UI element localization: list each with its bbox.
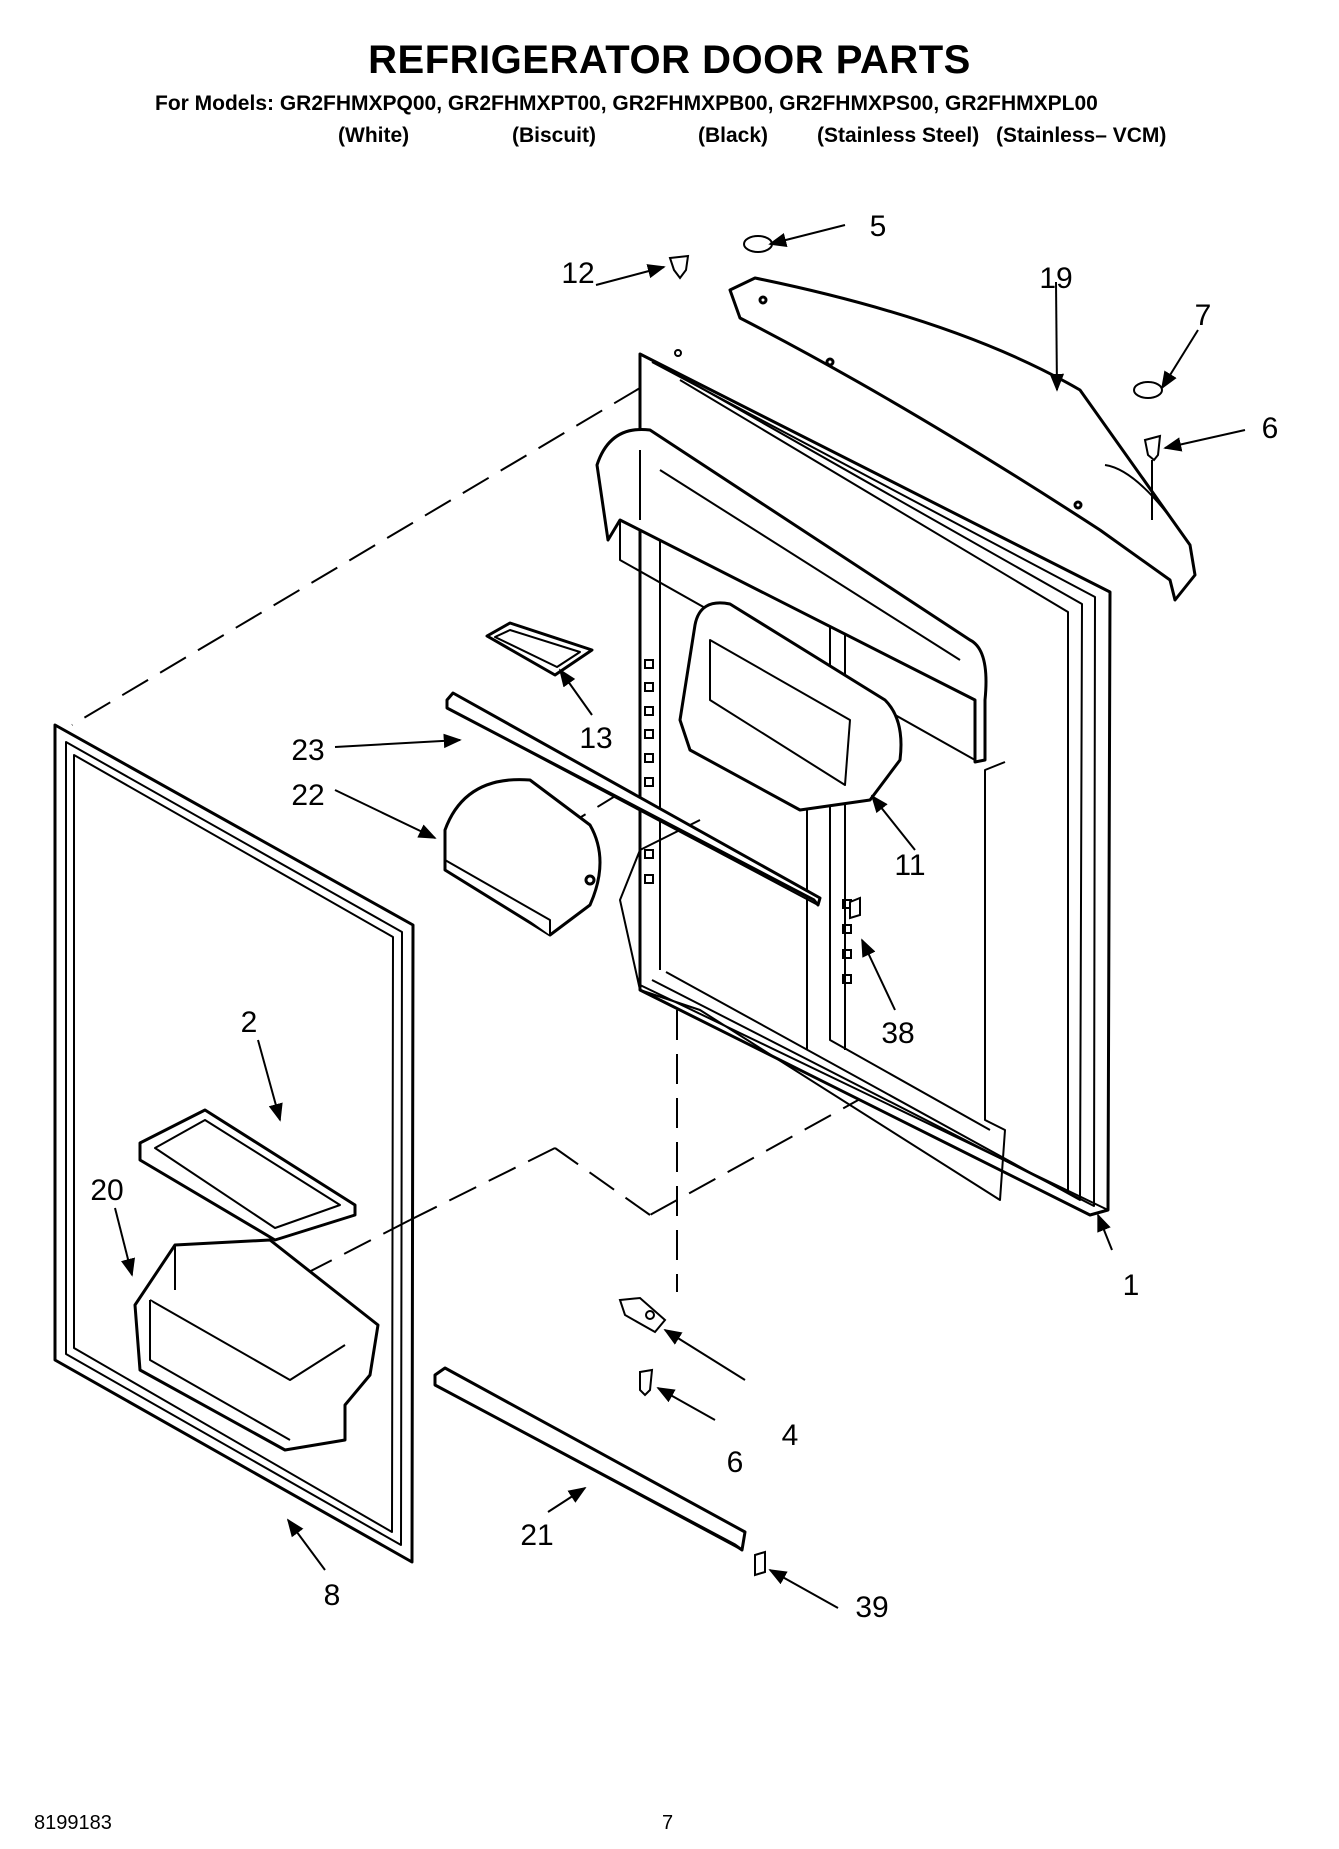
door-bin-upper xyxy=(678,601,903,812)
trim-strip-21 xyxy=(433,1366,747,1552)
document-number: 8199183 xyxy=(34,1812,112,1834)
callout-39: 39 xyxy=(855,1591,888,1624)
callout-6-top: 6 xyxy=(1262,412,1279,445)
callout-7: 7 xyxy=(1195,299,1212,332)
color-black: (Black) xyxy=(698,124,769,147)
callout-20: 20 xyxy=(90,1174,123,1207)
callout-22: 22 xyxy=(291,779,324,812)
color-stainless-vcm: (Stainless– VCM) xyxy=(996,124,1167,147)
callout-8: 8 xyxy=(324,1579,341,1612)
callout-23: 23 xyxy=(291,734,324,767)
trim-strip-23 xyxy=(445,691,822,907)
color-biscuit: (Biscuit) xyxy=(512,124,596,147)
callout-12: 12 xyxy=(561,257,594,290)
tray-lid xyxy=(485,621,594,677)
page-number: 7 xyxy=(662,1812,674,1834)
callout-4: 4 xyxy=(782,1419,799,1452)
callout-6-bottom: 6 xyxy=(727,1446,744,1479)
door-gasket xyxy=(53,723,415,1564)
door-bin-lower xyxy=(443,778,602,937)
door-studs xyxy=(644,659,852,984)
callout-19: 19 xyxy=(1039,262,1072,295)
callout-labels: 1 2 4 5 6 6 7 8 11 12 13 19 20 21 22 23 … xyxy=(90,210,1278,1624)
crisper-bin xyxy=(133,1238,380,1452)
shelf xyxy=(138,1108,357,1242)
callout-38: 38 xyxy=(881,1017,914,1050)
callout-2: 2 xyxy=(241,1006,258,1039)
callout-5: 5 xyxy=(870,210,887,243)
color-stainless: (Stainless Steel) xyxy=(817,124,980,147)
color-white: (White) xyxy=(338,124,410,147)
callout-21: 21 xyxy=(520,1519,553,1552)
model-list: For Models: GR2FHMXPQ00, GR2FHMXPT00, GR… xyxy=(155,92,1098,115)
callout-11: 11 xyxy=(894,849,925,882)
callout-leaders xyxy=(114,224,1246,1609)
callout-1: 1 xyxy=(1123,1269,1140,1302)
page-title: REFRIGERATOR DOOR PARTS xyxy=(368,38,971,82)
callout-13: 13 xyxy=(579,722,612,755)
hinge-cover xyxy=(728,276,1197,602)
